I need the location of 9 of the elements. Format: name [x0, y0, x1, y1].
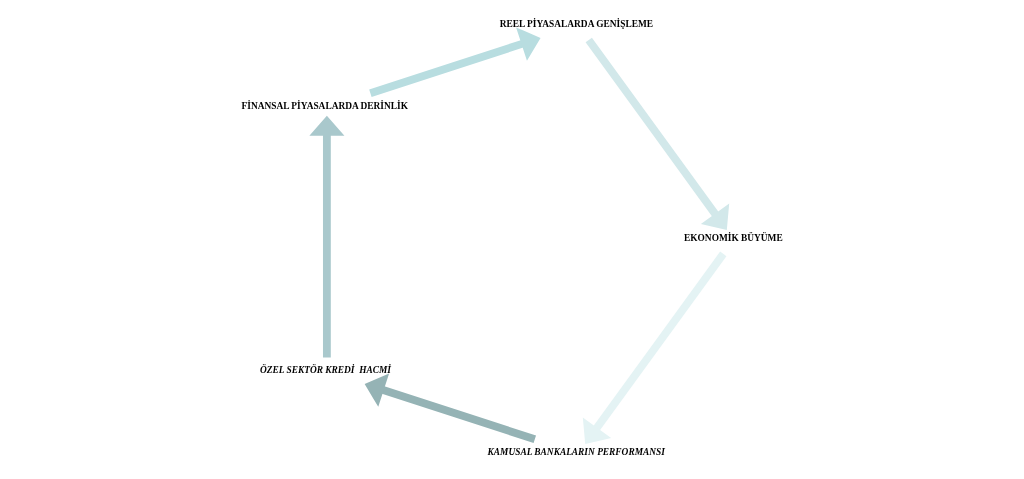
node-text: ÖZEL SEKTÖR KREDİ HACMİ	[259, 365, 391, 376]
arrow	[582, 251, 726, 444]
arrow	[585, 37, 729, 230]
node-text: FİNANSAL PİYASALARDA DERİNLİK	[241, 100, 408, 111]
node-text: REEL PİYASALARDA GENİŞLEME	[499, 19, 653, 30]
node-text: EKONOMİK BÜYÜME	[683, 233, 783, 244]
arrow	[368, 27, 541, 97]
node-text: KAMUSAL BANKALARIN PERFORMANSI	[487, 447, 665, 458]
arrow	[364, 373, 536, 443]
